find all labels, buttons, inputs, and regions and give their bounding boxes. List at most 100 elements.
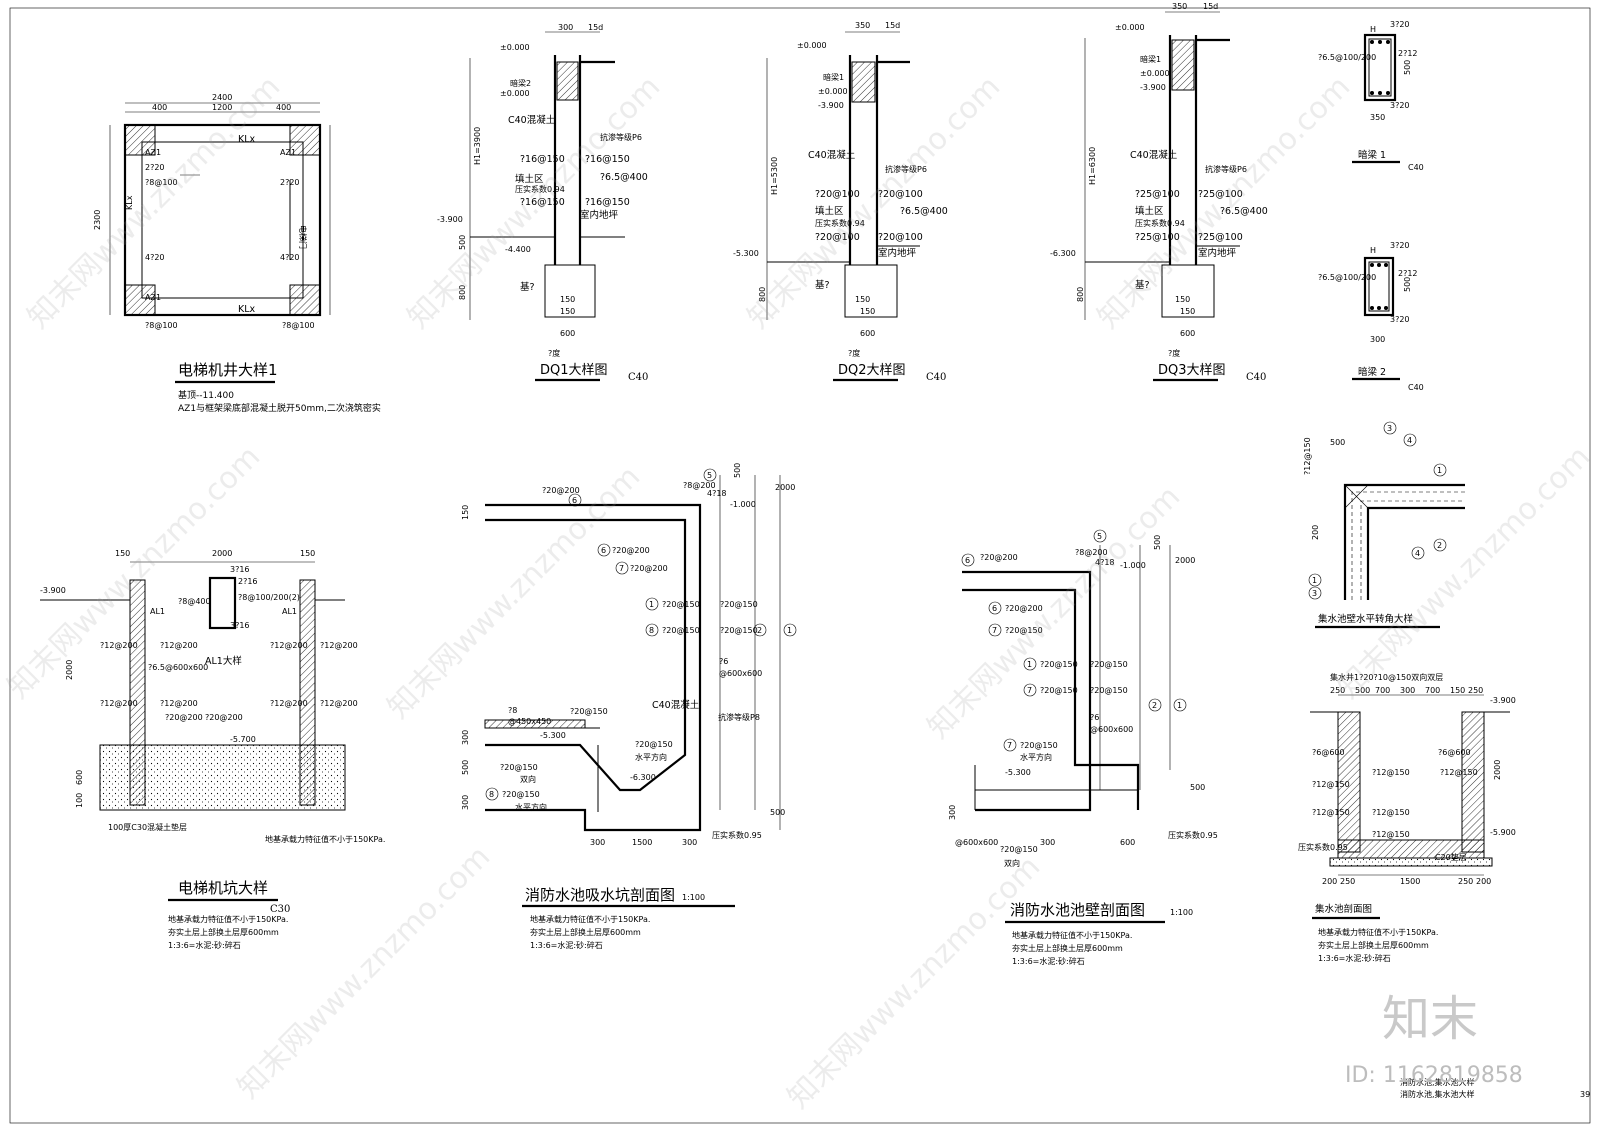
beam2-top: 3?20 bbox=[1390, 241, 1410, 250]
dq3-concrete: C40混凝土 bbox=[1130, 149, 1178, 161]
suc-concrete: C40混凝土 bbox=[652, 699, 700, 711]
dq3-h: H1=6300 bbox=[1088, 147, 1097, 185]
dq1-floor: 室内地坪 bbox=[580, 209, 619, 221]
dq3-rebar1: ?25@100 bbox=[1135, 189, 1180, 200]
sump-bot-200b: 200 bbox=[1476, 877, 1491, 886]
wall-title: 消防水池池壁剖面图 bbox=[1010, 901, 1145, 919]
dq1-rebar2: ?16@150 bbox=[585, 154, 630, 165]
pit-depth: 2000 bbox=[65, 660, 74, 680]
dq1-rebar1: ?16@150 bbox=[520, 154, 565, 165]
wall-compact: 压实系数0.95 bbox=[1168, 830, 1218, 840]
dq2-rebar1: ?20@100 bbox=[815, 189, 860, 200]
sheet-border bbox=[9, 7, 1591, 1124]
suc-circle-6: 6 bbox=[572, 496, 577, 505]
wall-scale: 1:100 bbox=[1170, 908, 1193, 917]
sump-level-bot: -5.900 bbox=[1490, 828, 1516, 837]
suc-circle-6b: 6 bbox=[601, 546, 606, 555]
pit-note2: 夯实土层上部换土层厚600mm bbox=[168, 927, 279, 937]
dq1-top-level2: ±0.000 bbox=[500, 89, 530, 98]
watermark-8: 知末网www.znzmo.com bbox=[1331, 439, 1597, 705]
sump-rebar4: ?12@150 bbox=[1440, 768, 1478, 777]
pit-level1: -3.900 bbox=[40, 586, 66, 595]
dq2-rebar3: ?6.5@400 bbox=[900, 206, 948, 217]
dq2-top: ±0.000 bbox=[797, 41, 827, 50]
pit-depth600: 600 bbox=[75, 770, 84, 785]
dq3-beam: 暗梁1 bbox=[1140, 54, 1161, 64]
corner-title: 集水池壁水平转角大样 bbox=[1318, 613, 1413, 625]
beam1-detail: 3?20 H 2?12 ?6.5@100/200 500 3?20 350 暗梁… bbox=[1318, 20, 1424, 172]
watermark-6: 知末网www.znzmo.com bbox=[381, 459, 647, 725]
suc-dim-500a: 500 bbox=[733, 463, 742, 478]
corner-circle-4: 4 bbox=[1407, 436, 1412, 445]
dq1-150a: 150 bbox=[560, 295, 575, 304]
dq2-600: 600 bbox=[860, 329, 875, 338]
suc-rebar12: ?20@150 bbox=[502, 790, 540, 799]
wall-rebar2: ?20@150 bbox=[1005, 626, 1043, 635]
dq3-grade: C40 bbox=[1246, 372, 1266, 383]
suc-circle-1: 1 bbox=[787, 626, 792, 635]
dq2-grade: C40 bbox=[926, 372, 946, 383]
beam2-stirrup: ?6.5@100/200 bbox=[1318, 273, 1376, 282]
sump-bot-250: 250 bbox=[1340, 877, 1355, 886]
corner-200: 200 bbox=[1311, 525, 1320, 540]
dq3-rebar4: ?25@100 bbox=[1135, 232, 1180, 243]
dq2-150a: 150 bbox=[855, 295, 870, 304]
sump-dim-250: 250 bbox=[1330, 686, 1345, 695]
title-block: 消防水池,集水池大样 消防水池,集水池大样 39 bbox=[1400, 1077, 1590, 1099]
wall-rebar4: ?20@150 bbox=[1090, 660, 1128, 669]
suc-circle-2: 2 bbox=[757, 626, 762, 635]
dq3-rebar3: ?6.5@400 bbox=[1220, 206, 1268, 217]
sump-dim-250b: 250 bbox=[1468, 686, 1483, 695]
wall-circle-6: 6 bbox=[965, 556, 970, 565]
sump-note2: 夯实土层上部换土层厚600mm bbox=[1318, 940, 1429, 950]
dq1-h: H1=3900 bbox=[473, 127, 482, 165]
title-block-page: 39 bbox=[1580, 1090, 1590, 1099]
dq1-level1: -3.900 bbox=[437, 215, 463, 224]
dq3-detail: 350 15d ±0.000 暗梁1 ±0.000 -3.900 C40混凝土 … bbox=[1050, 2, 1268, 383]
watermark-9: 知末网www.znzmo.com bbox=[231, 839, 497, 1105]
dq1-600: 600 bbox=[560, 329, 575, 338]
pit-side-r: 150 bbox=[300, 549, 315, 558]
corner-dim-500: 500 bbox=[1330, 438, 1345, 447]
suc-rebar1: ?20@200 bbox=[612, 546, 650, 555]
suc-rebar8: ?8 bbox=[508, 706, 517, 715]
suction-pit-section: ?20@200 ?8@200 4?18 -1.000 6 5 6 7 ?20@2… bbox=[461, 463, 797, 950]
pit-rebar4: ?12@200 bbox=[320, 641, 358, 650]
suc-impermeable: 抗渗等级P8 bbox=[718, 712, 760, 722]
wall-top-rebar1: ?20@200 bbox=[980, 553, 1018, 562]
suc-rebar11: ?20@150 bbox=[500, 763, 538, 772]
wall-rebar3: ?20@150 bbox=[1040, 660, 1078, 669]
sump-depth: 2000 bbox=[1493, 760, 1502, 780]
dim-height: 2300 bbox=[93, 210, 102, 230]
suc-rebar6: ?20@150 bbox=[720, 626, 758, 635]
dim-seg1: 400 bbox=[152, 103, 167, 112]
dq1-grade: C40 bbox=[628, 372, 648, 383]
dq2-800: 800 bbox=[758, 287, 767, 302]
dq3-impermeable: 抗渗等级P6 bbox=[1205, 164, 1247, 174]
dq1-impermeable: 抗渗等级P6 bbox=[600, 132, 642, 142]
dq2-beam: 暗梁1 bbox=[823, 72, 844, 82]
beam2-height: 500 bbox=[1403, 277, 1412, 292]
suc-circle-5: 5 bbox=[707, 471, 712, 480]
dq1-500: 500 bbox=[458, 235, 467, 250]
beam2-detail: 3?20 H 2?12 ?6.5@100/200 500 3?20 300 暗梁… bbox=[1318, 241, 1424, 392]
dq2-width: 350 bbox=[855, 21, 870, 30]
brand-logo: 知末 bbox=[1382, 991, 1478, 1047]
sump-note1: 地基承载力特征值不小于150KPa. bbox=[1318, 927, 1438, 937]
dq3-600: 600 bbox=[1180, 329, 1195, 338]
corner-detail: 500 ?12@150 200 3 4 1 2 4 1 3 集水池壁水平转角大样 bbox=[1303, 421, 1465, 629]
dq2-floor: 室内地坪 bbox=[878, 247, 917, 259]
suc-dim-300a: 300 bbox=[461, 730, 470, 745]
dq2-rebar2: ?20@100 bbox=[878, 189, 923, 200]
corner-rebar: ?12@150 bbox=[1303, 437, 1312, 475]
dq2-level2: -5.300 bbox=[733, 249, 759, 258]
pit-rebar7: ?12@200 bbox=[270, 699, 308, 708]
beam2-h: H bbox=[1370, 246, 1376, 255]
wall-rebar1: ?20@200 bbox=[1005, 604, 1043, 613]
beam2-grade: C40 bbox=[1408, 383, 1424, 392]
dq3-top2: ±0.000 bbox=[1140, 69, 1170, 78]
dq3-800: 800 bbox=[1076, 287, 1085, 302]
sump-bot-1500: 1500 bbox=[1400, 877, 1420, 886]
watermark-7: 知末网www.znzmo.com bbox=[921, 479, 1187, 745]
